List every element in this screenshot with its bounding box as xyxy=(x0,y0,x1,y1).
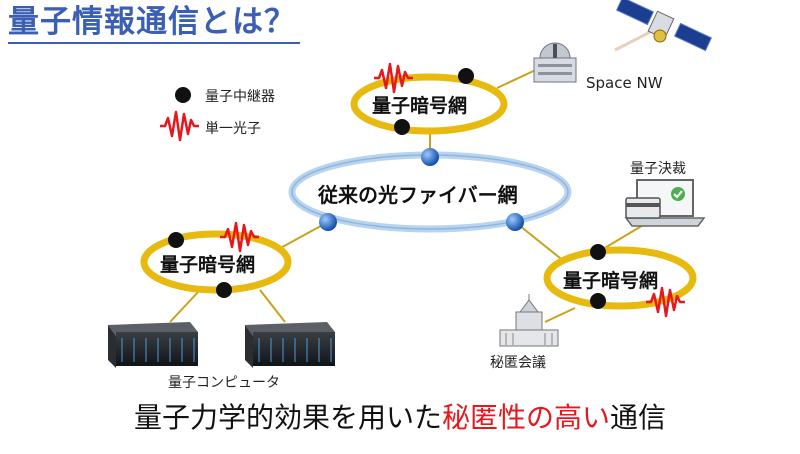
photon-waves xyxy=(160,62,685,318)
bottom-caption-highlight: 秘匿性の高い xyxy=(441,401,610,434)
quantum-computer-right-icon xyxy=(245,322,335,368)
photon-wave-icon xyxy=(220,221,259,253)
ring-label-top: 量子暗号網 xyxy=(372,95,468,117)
quantum-ring-top xyxy=(350,73,508,135)
bottom-caption-part3: 通信 xyxy=(610,401,667,434)
photon-wave-icon xyxy=(374,62,413,94)
bottom-caption-part1: 量子力学的効果を用いた xyxy=(133,401,442,434)
legend-repeater-label: 量子中継器 xyxy=(205,89,275,105)
quantum-ring-right xyxy=(543,246,697,310)
legend-repeater-icon xyxy=(175,87,191,103)
connector-lines xyxy=(169,67,661,323)
junction-node-top xyxy=(421,148,439,166)
diet-label: 秘匿会議 xyxy=(490,355,546,371)
computer-label: 量子コンピュータ xyxy=(168,375,280,391)
center-network-label: 従来の光ファイバー網 xyxy=(318,183,518,207)
page-title: 量子情報通信とは？ xyxy=(8,2,300,44)
junction-node-left xyxy=(319,213,337,231)
payment-laptop-icon xyxy=(624,179,706,227)
junction-node-right xyxy=(506,213,524,231)
legend-photon-label: 単一光子 xyxy=(205,121,261,137)
satellite-icon xyxy=(614,0,713,52)
quantum-computer-left-icon xyxy=(108,322,198,368)
legend-photon-icon xyxy=(160,110,199,142)
bottom-caption: 量子力学的効果を用いた秘匿性の高い通信 xyxy=(0,396,800,436)
ring-label-right: 量子暗号網 xyxy=(563,270,659,292)
space-nw-label: Space NW xyxy=(586,74,663,92)
repeater-dots xyxy=(168,68,606,309)
diet-building-icon xyxy=(499,294,559,347)
observatory-icon xyxy=(533,42,577,83)
payment-label: 量子決裁 xyxy=(630,161,686,177)
ring-label-left: 量子暗号網 xyxy=(160,254,256,276)
photon-wave-icon xyxy=(646,286,685,318)
